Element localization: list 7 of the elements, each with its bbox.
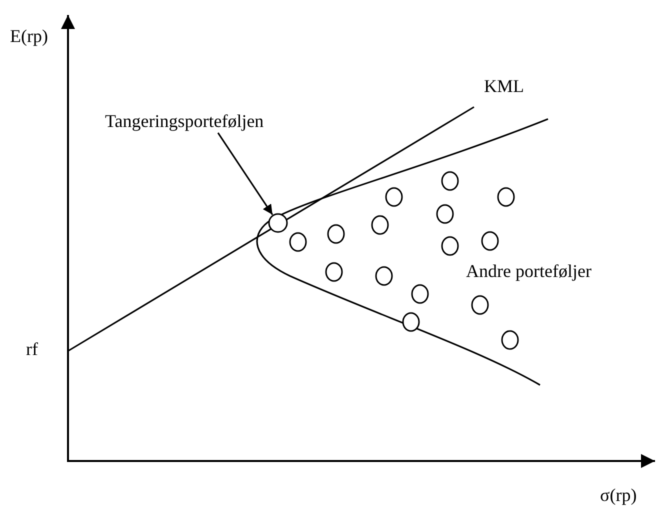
- axis-value-label: rf: [26, 340, 38, 360]
- line-label: KML: [484, 77, 524, 97]
- callout-label: Tangeringsporteføljen: [105, 112, 264, 132]
- axis-label: σ(rp): [600, 486, 637, 506]
- arrow: [217, 132, 274, 216]
- axis-label: E(rp): [10, 27, 48, 47]
- region-label: Andre porteføljer: [466, 262, 592, 282]
